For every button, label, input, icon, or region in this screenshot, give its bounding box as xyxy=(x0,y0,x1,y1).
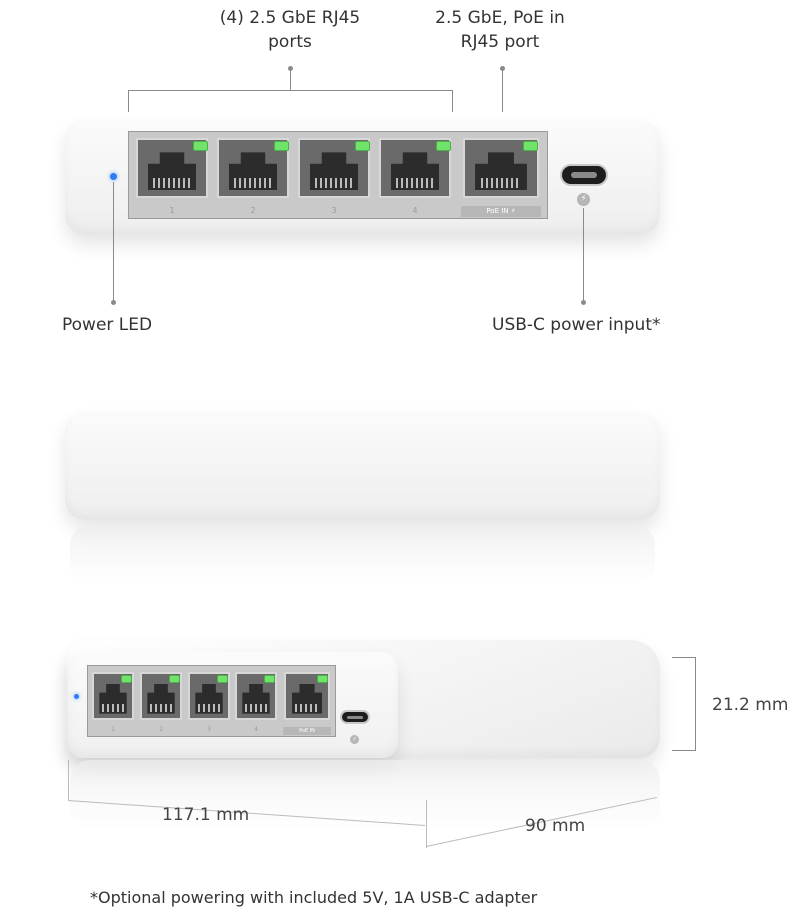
poe-rj45-port xyxy=(284,672,330,720)
callout-dot xyxy=(288,66,293,71)
power-led xyxy=(74,694,79,699)
power-led xyxy=(110,173,117,180)
port-led xyxy=(169,675,180,683)
port-led xyxy=(193,141,208,151)
bracket-left xyxy=(128,90,129,112)
power-led-leader xyxy=(113,182,114,302)
bracket-right xyxy=(452,90,453,112)
rj45-port-2 xyxy=(217,138,289,198)
port-number: 1 xyxy=(169,206,175,215)
rj45-port-2 xyxy=(140,672,182,720)
usbc-power-input-label: USB-C power input* xyxy=(492,315,661,335)
usbc-port xyxy=(560,164,608,186)
port-led xyxy=(274,141,289,151)
port-led xyxy=(523,141,538,151)
reflection xyxy=(70,760,660,830)
port-led xyxy=(217,675,228,683)
port-number: 2 xyxy=(250,206,256,215)
poe-in-label: PoE IN ⚡ xyxy=(461,206,541,217)
lightning-icon: ⚡ xyxy=(350,735,359,744)
callout-dot xyxy=(500,66,505,71)
usbc-port xyxy=(340,710,370,724)
height-dim-bottom xyxy=(672,750,696,751)
depth-dimension: 90 mm xyxy=(525,816,586,836)
callout-dot xyxy=(111,300,116,305)
bracket-bar xyxy=(128,90,453,91)
callout-dot xyxy=(581,300,586,305)
height-dimension: 21.2 mm xyxy=(712,695,789,715)
port-led xyxy=(317,675,328,683)
reflection xyxy=(70,525,655,585)
footnote: *Optional powering with included 5V, 1A … xyxy=(90,888,538,907)
port-number: 3 xyxy=(331,206,337,215)
usbc-leader xyxy=(583,208,584,302)
poe-leader xyxy=(502,70,503,112)
poe-in-label: PoE IN xyxy=(283,727,331,735)
port-number: 2 xyxy=(159,726,163,733)
height-dim-line xyxy=(695,657,696,751)
width-dim-left xyxy=(68,760,69,800)
port-number: 3 xyxy=(207,726,211,733)
rj45-ports-callout: (4) 2.5 GbE RJ45 ports xyxy=(219,8,361,52)
lightning-icon: ⚡ xyxy=(577,193,590,206)
bracket-stem xyxy=(290,70,291,90)
port-number: 4 xyxy=(254,726,258,733)
port-led xyxy=(264,675,275,683)
port-led xyxy=(355,141,370,151)
depth-dim-corner xyxy=(426,800,427,848)
poe-port-callout: 2.5 GbE, PoE in RJ45 port xyxy=(435,8,565,52)
power-led-label: Power LED xyxy=(62,315,153,335)
port-number: 1 xyxy=(111,726,115,733)
switch-rear-view xyxy=(65,412,660,520)
width-dimension: 117.1 mm xyxy=(162,805,250,825)
port-number: 4 xyxy=(412,206,418,215)
port-led xyxy=(121,675,132,683)
height-dim-top xyxy=(672,657,696,658)
rj45-port-3 xyxy=(298,138,370,198)
port-led xyxy=(436,141,451,151)
